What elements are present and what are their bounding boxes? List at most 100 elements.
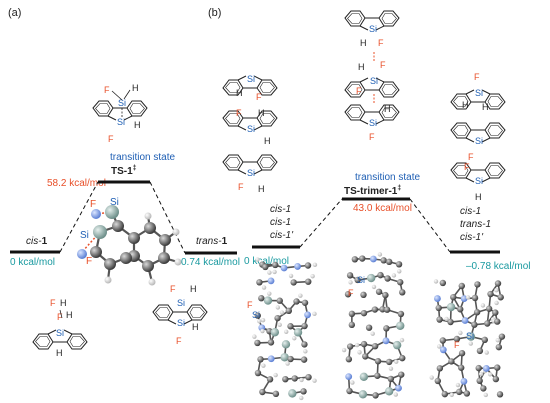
model-atom-labels: Si F Si F Si F (247, 275, 474, 350)
hydrogen-atom (449, 392, 454, 398)
carbon-atom (458, 282, 465, 290)
hydrogen-atom (257, 318, 262, 324)
carbon-atom (399, 289, 406, 296)
svg-text:H: H (60, 298, 67, 308)
carbon-atom (285, 307, 292, 315)
silicon-atom (366, 273, 376, 283)
carbon-atom (259, 388, 266, 396)
carbon-atom (304, 262, 312, 269)
carbon-atom (354, 276, 361, 284)
carbon-atom (274, 314, 281, 322)
hydrogen-atom (444, 316, 449, 322)
carbon-atom (386, 358, 393, 366)
carbon-atom (254, 339, 261, 347)
hydrogen-atom (279, 310, 285, 315)
right-trimer-3d-model (429, 279, 506, 398)
carbon-atom (487, 290, 494, 298)
carbon-atom (300, 356, 308, 363)
right-trimer-structure: Si H F H Si F Si F H (450, 72, 506, 202)
hydrogen-atom (437, 344, 442, 349)
svg-text:F: F (348, 288, 354, 298)
carbon-atom (291, 375, 298, 382)
hydrogen-atom (299, 395, 304, 401)
right-stack-labels: cis-1 trans-1 cis-1' (460, 206, 491, 243)
hydrogen-atom (455, 382, 461, 388)
carbon-atom (301, 299, 309, 306)
svg-text:F: F (378, 38, 384, 48)
fluorine-atom (267, 277, 275, 285)
svg-text:F: F (474, 72, 480, 82)
carbon-atom (377, 271, 384, 279)
svg-text:F: F (454, 340, 460, 350)
svg-text:Si: Si (369, 118, 377, 128)
carbon-atom (300, 388, 307, 395)
svg-text:F: F (90, 199, 96, 210)
carbon-atom (380, 257, 387, 264)
carbon-atom (372, 392, 379, 399)
hydrogen-atom (495, 338, 500, 343)
carbon-atom (345, 356, 353, 363)
hydrogen-atom (350, 380, 355, 385)
carbon-atom (374, 358, 382, 365)
carbon-atom (397, 279, 404, 286)
panel-a-ts-label: TS-1‡ (111, 165, 137, 177)
carbon-atom (456, 388, 463, 396)
svg-text:F: F (57, 312, 63, 322)
svg-text:F: F (380, 60, 386, 70)
carbon-atom (474, 281, 481, 288)
silicon-atom (384, 387, 394, 396)
carbon-atom (496, 391, 504, 398)
svg-text:H: H (482, 102, 489, 112)
connector-left (59, 181, 99, 253)
fluorine-atom (482, 365, 490, 372)
hydrogen-atom (433, 279, 439, 284)
svg-text:F: F (369, 132, 375, 142)
svg-text:Si: Si (110, 197, 119, 208)
panel-b-tag: (b) (208, 7, 221, 19)
hydrogen-atom (487, 372, 493, 377)
silicon-atom (359, 372, 369, 381)
hydrogen-atom (484, 350, 489, 355)
carbon-atom (399, 354, 406, 362)
carbon-atom (434, 377, 442, 385)
hydrogen-atom (429, 375, 434, 380)
carbon-atom (301, 322, 308, 330)
svg-text:Si: Si (466, 331, 474, 341)
carbon-atom (383, 306, 391, 313)
fluorine-atom (439, 346, 447, 354)
svg-text:Si: Si (247, 74, 255, 84)
carbon-atom (305, 278, 312, 285)
svg-text:H: H (258, 108, 265, 118)
hydrogen-atom (494, 300, 499, 306)
carbon-atom (371, 342, 379, 350)
hydrogen-atom (468, 341, 474, 346)
fluorine-atom (434, 295, 441, 302)
svg-text:Si: Si (247, 168, 255, 178)
svg-text:H: H (56, 348, 63, 358)
carbon-atom (492, 375, 500, 383)
svg-text:H: H (475, 192, 482, 202)
silicon-atom (293, 328, 303, 337)
hydrogen-atom (312, 262, 318, 268)
hydrogen-atom (303, 349, 308, 354)
svg-text:F: F (238, 182, 244, 192)
svg-text:H: H (258, 184, 265, 194)
carbon-atom (448, 358, 455, 365)
fluorine-atom (280, 264, 288, 272)
svg-text:F: F (468, 152, 474, 162)
carbon-atom (346, 343, 354, 350)
svg-text:Si: Si (247, 124, 255, 134)
carbon-atom (439, 279, 447, 287)
hydrogen-atom (341, 347, 347, 353)
carbon-atom (287, 355, 294, 363)
carbon-atom (272, 390, 280, 398)
ts-trimer-structure: Si H F Si H F F Si H F (344, 10, 400, 142)
hydrogen-atom (397, 269, 402, 274)
silicon-atom (288, 389, 297, 398)
svg-text:Si: Si (177, 318, 185, 328)
hydrogen-atom (285, 361, 290, 366)
ts-trimer-3d-model (341, 252, 406, 399)
hydrogen-atom (292, 336, 297, 341)
panel-a: Si F H F H Si transition state TS-1‡ 58.… (10, 83, 240, 358)
svg-text:H: H (134, 120, 141, 130)
